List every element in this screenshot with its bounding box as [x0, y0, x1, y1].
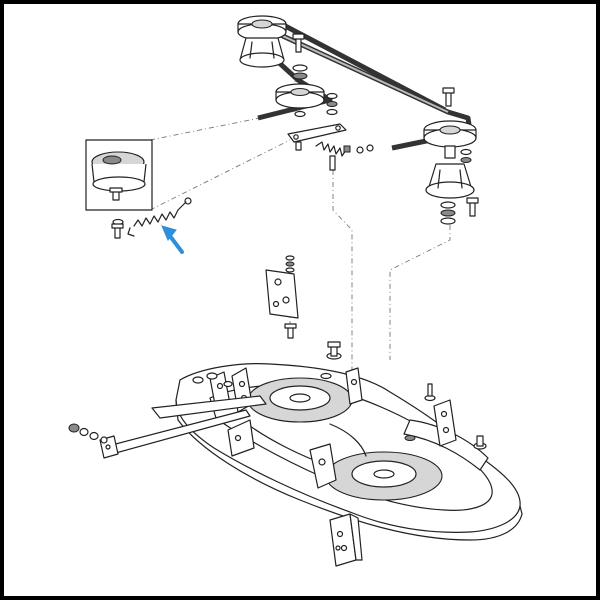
bolt-icon	[442, 87, 455, 107]
lift-linkage-rod	[99, 395, 267, 459]
mounting-bracket	[265, 255, 299, 339]
rod-end-hardware	[68, 423, 108, 444]
bolt-icon	[111, 218, 124, 239]
highlight-arrow	[161, 225, 184, 254]
mower-deck-exploded-diagram	[68, 15, 523, 567]
washer-stack	[440, 148, 472, 225]
mower-deck	[175, 363, 523, 541]
idler-pulley	[275, 83, 325, 109]
deck-bracket-center	[309, 367, 363, 489]
stud-bolt	[326, 341, 342, 360]
washer-stack	[292, 64, 308, 80]
left-spindle-pulley	[237, 15, 287, 68]
deck-hardware-right	[320, 372, 487, 450]
idler-arm-plate	[287, 123, 347, 151]
bolt-icon	[292, 33, 305, 53]
idler-hardware	[294, 92, 338, 118]
deck-bracket-right	[424, 383, 457, 447]
leader-lines	[149, 80, 451, 400]
right-spindle-pulley	[423, 120, 477, 199]
bolt-icon	[466, 197, 479, 217]
tension-spring-small	[315, 141, 374, 171]
spring-icon	[127, 197, 192, 237]
detail-inset-box	[85, 139, 153, 211]
front-deck-bracket	[329, 513, 363, 567]
